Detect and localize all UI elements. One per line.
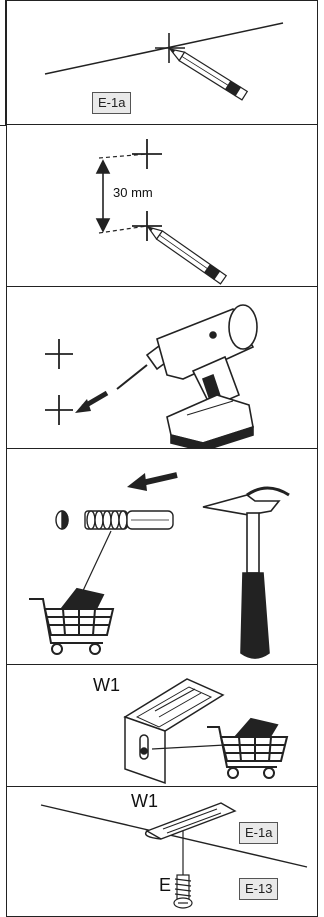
hammer-icon [203, 488, 289, 658]
bracket-icon [125, 679, 223, 783]
step-panel-anchors [6, 448, 318, 666]
bracket-label: W1 [93, 675, 120, 696]
arrow-icon [127, 473, 177, 491]
screw-label: E [159, 875, 171, 896]
cross-mark-icon [45, 339, 73, 425]
step2-illustration [7, 125, 318, 288]
step4-illustration [7, 449, 318, 666]
part-tag: E-13 [239, 878, 278, 900]
shopping-cart-icon [207, 719, 287, 778]
part-tag: E-1a [239, 822, 278, 844]
spacing-measurement: 30 mm [113, 185, 153, 200]
step-panel-bracket: W1 [6, 664, 318, 788]
step3-illustration [7, 287, 318, 450]
pencil-icon [145, 223, 226, 284]
screw-icon [174, 875, 192, 908]
arrow-icon [75, 393, 107, 413]
arrow-icon [97, 161, 109, 231]
bracket-icon [146, 803, 235, 839]
pencil-icon [167, 45, 247, 100]
step-panel-drill [6, 286, 318, 450]
step-panel-measure: 30 mm [6, 124, 318, 288]
drill-icon [117, 305, 257, 450]
step-panel-mark-line: E-1a [6, 0, 318, 126]
bracket-label: W1 [131, 791, 158, 812]
anchor-plug-icon [56, 511, 173, 529]
step5-illustration [7, 665, 318, 788]
step-panel-mount: W1 E E-1a E-13 [6, 786, 318, 917]
instruction-column: E-1a [6, 0, 320, 917]
shopping-cart-icon [29, 589, 113, 654]
step1-illustration [7, 1, 318, 126]
part-tag: E-1a [92, 92, 131, 114]
